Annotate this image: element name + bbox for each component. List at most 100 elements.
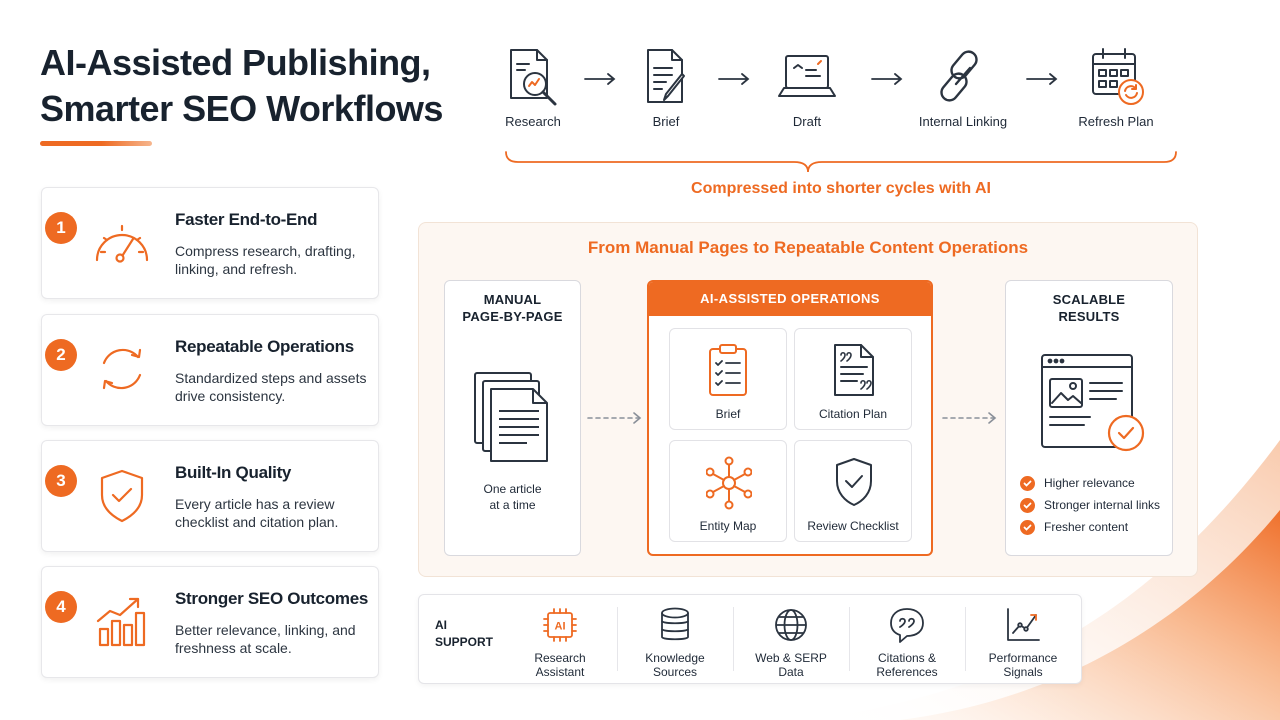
ai-tile-entity-map: Entity Map bbox=[669, 440, 787, 542]
results-heading-line-1: SCALABLE bbox=[1052, 292, 1126, 307]
list-item: Stronger internal links bbox=[1020, 494, 1160, 516]
step-number-badge: 3 bbox=[45, 465, 77, 497]
results-heading-line-2: RESULTS bbox=[1058, 309, 1120, 324]
support-label-line-2: Signals bbox=[1003, 665, 1043, 679]
benefit-title: Stronger SEO Outcomes bbox=[175, 589, 369, 608]
manual-caption-line-2: at a time bbox=[489, 498, 536, 512]
svg-text:AI: AI bbox=[555, 621, 566, 633]
pipeline-step-label: Brief bbox=[652, 114, 680, 129]
pipeline-step-internal-linking: Internal Linking bbox=[915, 46, 1011, 129]
support-label-line-1: Knowledge bbox=[645, 651, 705, 665]
divider bbox=[849, 607, 850, 671]
support-label-line-2: Assistant bbox=[535, 665, 585, 679]
ai-tile-label: Citation Plan bbox=[818, 407, 888, 421]
line-chart-icon bbox=[1007, 608, 1040, 641]
growth-chart-icon bbox=[96, 597, 146, 647]
list-item: Higher relevance bbox=[1020, 472, 1160, 494]
benefit-description: Every article has a review checklist and… bbox=[175, 496, 339, 530]
pipeline-step-label: Internal Linking bbox=[918, 114, 1008, 129]
clipboard-checklist-icon bbox=[709, 344, 747, 396]
flow-arrow-to-ai bbox=[587, 412, 642, 424]
calendar-refresh-icon bbox=[1092, 48, 1144, 105]
support-item-label: Citations &References bbox=[852, 651, 962, 679]
manual-page-box: MANUAL PAGE-BY-PAGE One article at a tim… bbox=[444, 280, 581, 556]
ai-tile-label: Review Checklist bbox=[807, 519, 899, 533]
pipeline-brace bbox=[505, 151, 1177, 173]
support-label-line-1: Performance bbox=[988, 651, 1058, 665]
pipeline-step-label: Refresh Plan bbox=[1078, 114, 1154, 129]
manual-heading-line-2: PAGE-BY-PAGE bbox=[462, 309, 563, 324]
pipeline-arrow bbox=[871, 73, 903, 85]
manual-heading: MANUAL PAGE-BY-PAGE bbox=[445, 291, 580, 325]
manual-caption-line-1: One article bbox=[483, 482, 542, 496]
quote-bubble-icon bbox=[890, 608, 924, 643]
chain-link-icon bbox=[940, 50, 978, 102]
results-list: Higher relevance Stronger internal links… bbox=[1020, 472, 1160, 538]
benefit-card-repeatable: 2 Repeatable Operations Standardized ste… bbox=[41, 314, 379, 426]
ai-operations-heading: AI-ASSISTED OPERATIONS bbox=[649, 282, 931, 316]
step-number-badge: 4 bbox=[45, 591, 77, 623]
support-label-line-1: Web & SERP bbox=[755, 651, 827, 665]
result-item-label: Stronger internal links bbox=[1044, 498, 1161, 512]
benefit-title: Faster End-to-End bbox=[175, 210, 318, 229]
benefit-description: Standardized steps and assets drive cons… bbox=[175, 370, 367, 404]
ai-tile-label: Brief bbox=[715, 407, 741, 421]
pipeline-arrow bbox=[718, 73, 750, 85]
speedometer-icon bbox=[95, 224, 149, 263]
citation-document-icon bbox=[834, 344, 874, 396]
pipeline-step-brief: Brief bbox=[623, 46, 709, 129]
result-item-label: Fresher content bbox=[1044, 520, 1129, 534]
pipeline-step-label: Research bbox=[505, 114, 561, 129]
ai-support-label: AI SUPPORT bbox=[435, 617, 493, 651]
benefit-description: Compress research, drafting, linking, an… bbox=[175, 243, 356, 277]
support-label-line-2: References bbox=[876, 665, 938, 679]
results-heading: SCALABLE RESULTS bbox=[1006, 291, 1172, 325]
divider bbox=[965, 607, 966, 671]
database-icon bbox=[661, 607, 689, 641]
benefit-card-quality: 3 Built-In Quality Every article has a r… bbox=[41, 440, 379, 552]
divider bbox=[733, 607, 734, 671]
pipeline-step-research: Research bbox=[490, 46, 576, 129]
manual-caption: One article at a time bbox=[445, 481, 580, 513]
step-number-badge: 2 bbox=[45, 339, 77, 371]
ai-chip-icon: AI bbox=[543, 608, 577, 642]
shield-check-icon bbox=[100, 469, 144, 523]
title-line-1: AI-Assisted Publishing, bbox=[40, 42, 431, 83]
benefit-card-faster: 1 Faster End-to-End Compress research, d… bbox=[41, 187, 379, 299]
divider bbox=[617, 607, 618, 671]
shield-check-icon bbox=[836, 458, 872, 506]
document-magnifier-icon bbox=[510, 49, 557, 106]
flow-arrow-to-results bbox=[942, 412, 997, 424]
pipeline-step-label: Draft bbox=[792, 114, 822, 129]
support-label-line-2: Data bbox=[778, 665, 804, 679]
title-line-2: Smarter SEO Workflows bbox=[40, 88, 443, 129]
check-icon bbox=[1020, 519, 1035, 535]
pipeline-arrow bbox=[1026, 73, 1058, 85]
page-title: AI-Assisted Publishing, Smarter SEO Work… bbox=[40, 40, 460, 132]
support-label-line-1: Citations & bbox=[877, 651, 937, 665]
network-hub-icon bbox=[706, 456, 752, 510]
pipeline-step-draft: Draft bbox=[764, 46, 850, 129]
ai-tile-citation-plan: Citation Plan bbox=[794, 328, 912, 430]
support-label-line-1: Research bbox=[534, 651, 586, 665]
ai-tile-review-checklist: Review Checklist bbox=[794, 440, 912, 542]
support-item-citations-references: Citations &References bbox=[852, 605, 962, 679]
ai-support-label-line-2: SUPPORT bbox=[435, 635, 494, 649]
support-label-line-2: Sources bbox=[652, 665, 698, 679]
globe-icon bbox=[775, 609, 807, 641]
background-wave bbox=[800, 440, 1280, 720]
benefit-title: Repeatable Operations bbox=[175, 337, 354, 356]
benefit-title: Built-In Quality bbox=[175, 463, 292, 482]
cycle-arrows-icon bbox=[102, 348, 142, 390]
ai-support-label-line-1: AI bbox=[435, 618, 447, 632]
brief-pen-icon bbox=[647, 49, 685, 103]
pipeline-step-refresh-plan: Refresh Plan bbox=[1068, 46, 1164, 129]
benefit-card-outcomes: 4 Stronger SEO Outcomes Better relevance… bbox=[41, 566, 379, 678]
